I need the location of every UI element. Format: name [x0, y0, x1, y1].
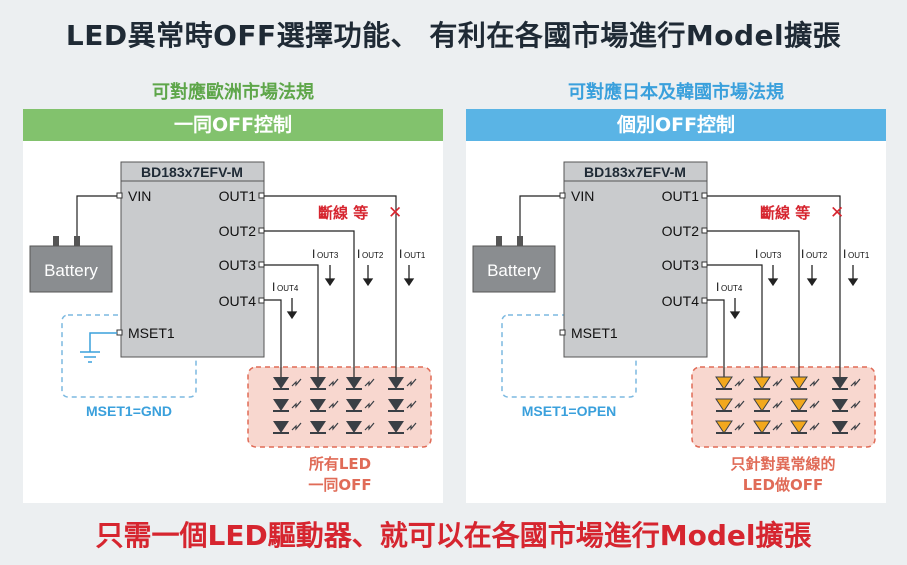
- left-battery: [29, 245, 113, 293]
- left-out1-label: OUT1: [219, 188, 257, 204]
- right-chip: [563, 161, 708, 358]
- left-chip: [120, 161, 265, 358]
- bottom-caption: 只需一個LED驅動器、就可以在各國市場進行Model擴張: [95, 519, 812, 552]
- left-iout3-label: OUT3: [317, 251, 339, 260]
- right-out2-label: OUT2: [662, 223, 700, 239]
- right-battery-label: Battery: [487, 261, 541, 280]
- svg-text:I: I: [312, 247, 315, 261]
- left-subtitle: 可對應歐洲市場法規: [152, 82, 314, 103]
- svg-text:I: I: [716, 280, 719, 294]
- left-chip-label: BD183x7EFV-M: [141, 164, 243, 180]
- right-iout1-label: OUT1: [848, 251, 870, 260]
- right-chip-label: BD183x7EFV-M: [584, 164, 686, 180]
- left-iout2-label: OUT2: [362, 251, 384, 260]
- right-circuit: MSET1=OPEN BD183x7EFV-M VIN OUT1 OUT2 OU…: [472, 161, 876, 494]
- left-vin-label: VIN: [128, 188, 151, 204]
- right-mset-pin-label: MSET1: [571, 325, 618, 341]
- page-title: LED異常時OFF選擇功能、 有利在各國市場進行Model擴張: [65, 19, 842, 52]
- left-note-line2: 一同OFF: [308, 476, 371, 494]
- svg-text:I: I: [357, 247, 360, 261]
- right-battery: [472, 245, 556, 293]
- right-mset-label: MSET1=OPEN: [522, 403, 617, 419]
- left-band: 一同OFF控制: [23, 109, 443, 141]
- left-iout4-label: OUT4: [277, 284, 299, 293]
- left-battery-label: Battery: [44, 261, 98, 280]
- left-out4-label: OUT4: [219, 293, 257, 309]
- left-mset-label: MSET1=GND: [86, 403, 172, 419]
- svg-text:I: I: [755, 247, 758, 261]
- right-iout3-label: OUT3: [760, 251, 782, 260]
- right-fault-x-icon: ✕: [830, 203, 844, 223]
- right-iout4-label: OUT4: [721, 284, 743, 293]
- left-out3-label: OUT3: [219, 257, 257, 273]
- right-band: 個別OFF控制: [466, 109, 886, 141]
- left-fault-x-icon: ✕: [388, 203, 402, 223]
- right-iout2-label: OUT2: [806, 251, 828, 260]
- right-note-line1: 只針對異常線的: [730, 455, 835, 473]
- right-vin-label: VIN: [571, 188, 594, 204]
- left-mset-pin-label: MSET1: [128, 325, 175, 341]
- svg-text:I: I: [801, 247, 804, 261]
- right-fault-label: 斷線 等: [760, 204, 810, 222]
- left-out2-label: OUT2: [219, 223, 257, 239]
- left-iout1-label: OUT1: [404, 251, 426, 260]
- right-subtitle: 可對應日本及韓國市場法規: [568, 82, 784, 103]
- svg-text:I: I: [843, 247, 846, 261]
- left-fault-label: 斷線 等: [318, 204, 368, 222]
- right-out3-label: OUT3: [662, 257, 700, 273]
- right-out1-label: OUT1: [662, 188, 700, 204]
- svg-text:I: I: [272, 280, 275, 294]
- left-led-box: [247, 366, 432, 448]
- left-note-line1: 所有LED: [309, 455, 371, 473]
- left-circuit: MSET1=GND BD183x7EFV-M VIN OUT1 OUT2 OUT…: [29, 161, 432, 494]
- right-out4-label: OUT4: [662, 293, 700, 309]
- svg-text:I: I: [399, 247, 402, 261]
- right-note-line2: LED做OFF: [743, 476, 824, 494]
